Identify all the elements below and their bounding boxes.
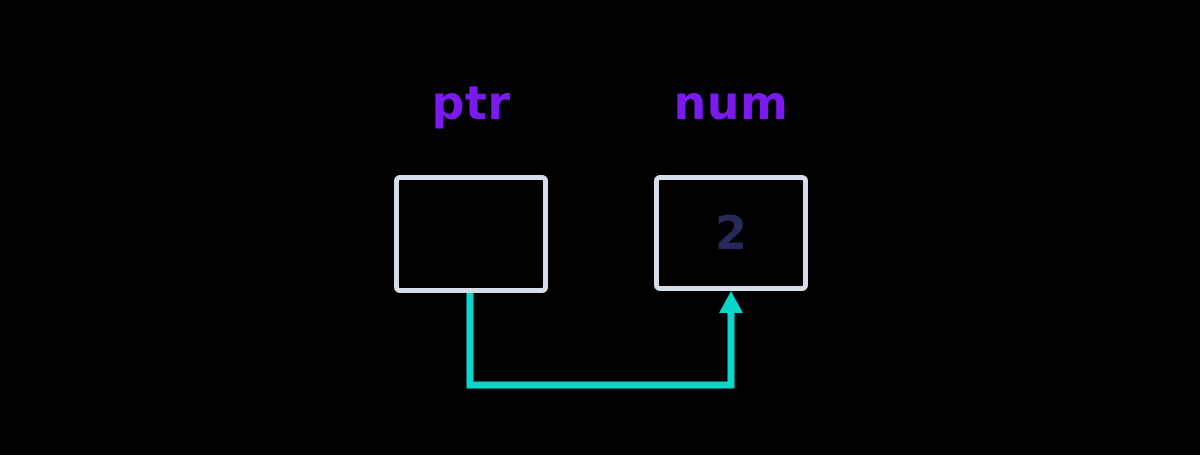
variable-box-ptr: [394, 175, 548, 293]
variable-box-num: 2: [654, 175, 808, 291]
variable-value-num: 2: [714, 206, 747, 260]
pointer-arrowhead-icon: [719, 291, 743, 313]
pointer-arrow-path: [466, 293, 735, 389]
variable-label-ptr: ptr: [431, 76, 511, 130]
variable-label-num: num: [673, 76, 789, 130]
